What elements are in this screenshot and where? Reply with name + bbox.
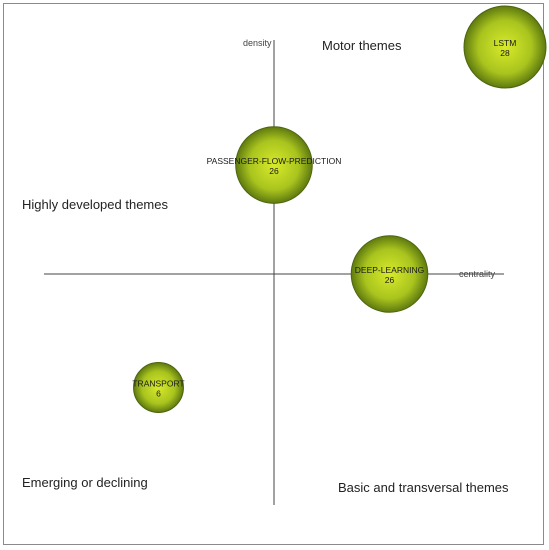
y-axis-label: density xyxy=(243,38,272,48)
bubble-value-passenger-flow-prediction: 26 xyxy=(269,166,279,176)
quadrant-label-basic-transversal: Basic and transversal themes xyxy=(338,480,509,495)
bubble-circle-passenger-flow-prediction[interactable] xyxy=(235,126,313,204)
bubble-circle-deep-learning[interactable] xyxy=(350,235,429,313)
quadrant-label-emerging-declining: Emerging or declining xyxy=(22,475,148,490)
quadrant-label-highly-developed: Highly developed themes xyxy=(22,197,168,212)
bubble-circle-transport[interactable] xyxy=(133,362,184,413)
bubble-circle-lstm[interactable] xyxy=(463,5,547,89)
quadrant-label-motor-themes: Motor themes xyxy=(322,38,402,53)
bubble-value-lstm: 28 xyxy=(500,48,510,58)
bubble-value-transport: 6 xyxy=(156,389,161,399)
x-axis-label: centrality xyxy=(459,269,496,279)
bubble-label-deep-learning: DEEP-LEARNING xyxy=(355,265,424,275)
bubble-value-deep-learning: 26 xyxy=(385,275,395,285)
bubble-label-lstm: LSTM xyxy=(494,38,517,48)
bubble-label-passenger-flow-prediction: PASSENGER-FLOW-PREDICTION xyxy=(207,156,342,166)
bubble-label-transport: TRANSPORT xyxy=(132,379,184,389)
bubble-layer: LSTM28PASSENGER-FLOW-PREDICTION26DEEP-LE… xyxy=(132,5,547,413)
